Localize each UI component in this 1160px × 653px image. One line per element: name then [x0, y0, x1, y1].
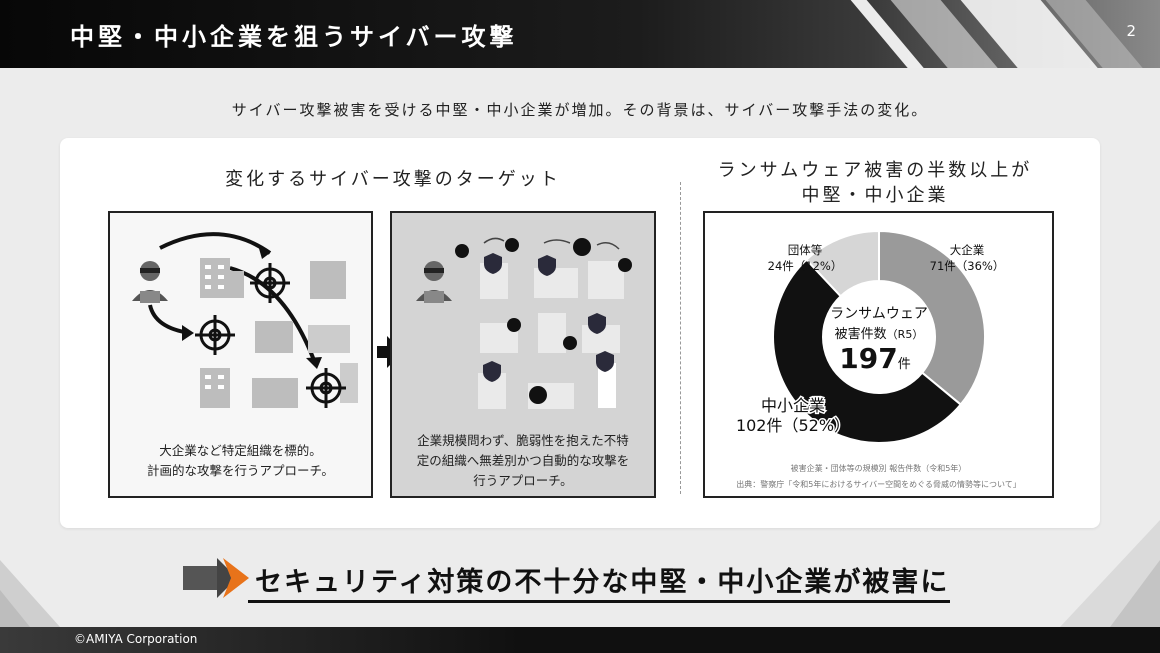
page-title: 中堅・中小企業を狙うサイバー攻撃: [70, 23, 518, 51]
conclusion-arrow-icon: [183, 558, 249, 598]
building-icon: [478, 261, 624, 409]
indiscriminate-attack-caption: 企業規模問わず、脆弱性を抱えた不特 定の組織へ無差別かつ自動的な攻撃を 行うアプ…: [416, 433, 630, 488]
page-number: 2: [1126, 22, 1136, 40]
footer-bar: ©AMIYA Corporation: [0, 627, 1160, 653]
copyright-text: ©AMIYA Corporation: [74, 632, 198, 646]
chart-note: 被害企業・団体等の規模別 報告件数（令和5年）: [790, 464, 967, 473]
segment-detail-other: 24件（12%）: [768, 259, 843, 273]
section-divider: [680, 182, 681, 494]
chart-source: 出典：警察庁「令和5年におけるサイバー空間をめぐる脅威の情勢等について」: [736, 480, 1021, 489]
hacker-icon: [132, 261, 168, 303]
segment-label-sme: 中小企業: [761, 396, 825, 415]
subtitle: サイバー攻撃被害を受ける中堅・中小企業が増加。その背景は、サイバー攻撃手法の変化…: [231, 101, 929, 119]
indiscriminate-attack-box: 企業規模問わず、脆弱性を抱えた不特 定の組織へ無差別かつ自動的な攻撃を 行うアプ…: [390, 211, 656, 498]
left-section-title: 変化するサイバー攻撃のターゲット: [225, 169, 561, 190]
center-label-1: ランサムウェア: [830, 306, 928, 322]
conclusion-underline: [248, 600, 950, 603]
targeted-attack-illustration: [132, 232, 358, 408]
segment-detail-large: 71件（36%）: [930, 259, 1005, 273]
ransomware-chart-box: ランサムウェア 被害件数（R5） 197件 大企業 71件（36%） 団体等 2…: [703, 211, 1054, 498]
hacker-icon: [416, 261, 452, 303]
conclusion-text: セキュリティ対策の不十分な中堅・中小企業が被害に: [255, 567, 950, 598]
header-bar: 中堅・中小企業を狙うサイバー攻撃 2: [0, 0, 1160, 68]
attack-arrow-icon: [159, 232, 272, 255]
donut-segment: [805, 229, 880, 298]
targeted-attack-box: 大企業など特定組織を標的。 計画的な攻撃を行うアプローチ。: [108, 211, 373, 498]
indiscriminate-attack-illustration: [416, 237, 632, 409]
segment-label-other: 団体等: [788, 243, 823, 257]
attack-trail-icon: [483, 237, 620, 250]
center-label-2: 被害件数（R5）: [835, 326, 924, 342]
segment-label-large: 大企業: [950, 243, 985, 257]
shield-icon: [483, 253, 614, 382]
segment-detail-sme: 102件（52%）: [736, 416, 850, 435]
target-crosshair-icon: [195, 315, 235, 355]
donut-segment: [772, 258, 963, 445]
ransomware-donut-chart: ランサムウェア 被害件数（R5） 197件 大企業 71件（36%） 団体等 2…: [734, 229, 1005, 445]
targeted-attack-caption: 大企業など特定組織を標的。 計画的な攻撃を行うアプローチ。: [147, 443, 334, 478]
target-crosshair-icon: [250, 263, 290, 303]
right-section-title: ランサムウェア被害の半数以上が 中堅・中小企業: [717, 160, 1033, 206]
center-total: 197件: [839, 342, 910, 375]
virus-icon: [455, 238, 632, 350]
skull-icon: [529, 238, 591, 404]
target-crosshair-icon: [306, 368, 346, 408]
donut-segment: [878, 229, 986, 406]
